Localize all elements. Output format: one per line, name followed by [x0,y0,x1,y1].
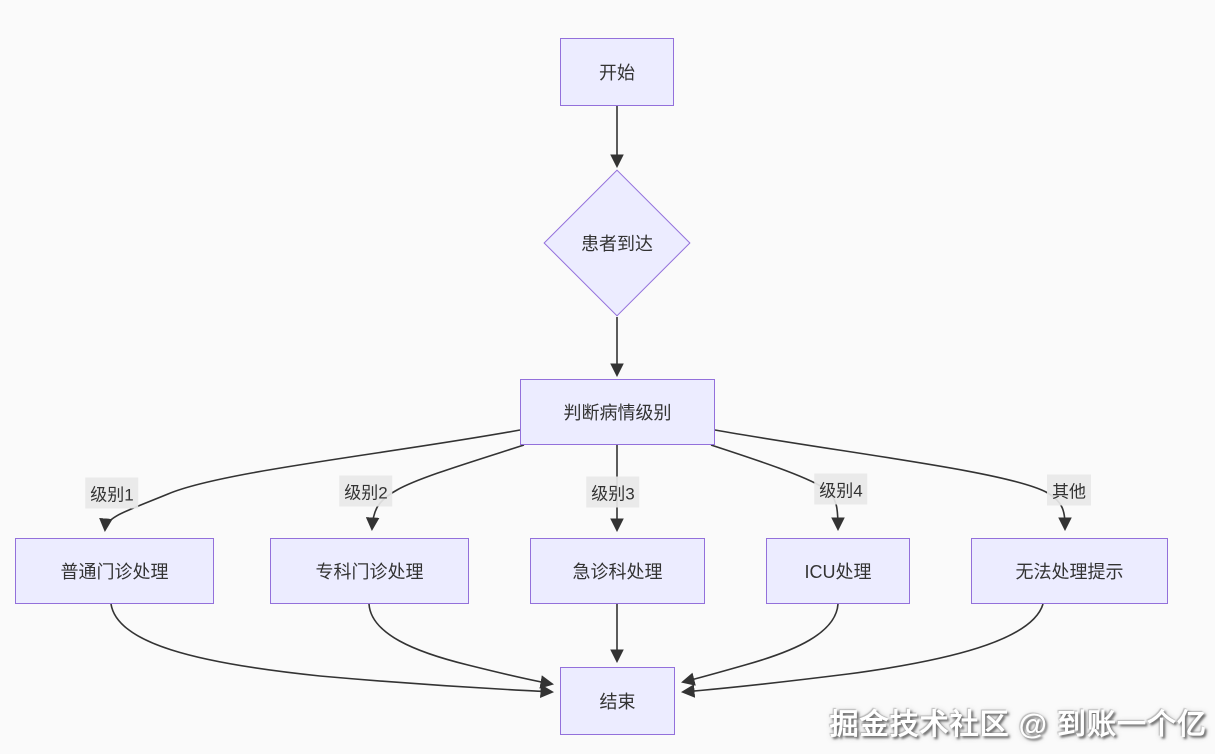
edge-decision-specialist [365,444,525,532]
edge-unable-end [680,603,1044,698]
edge-label-level2: 级别2 [339,475,393,507]
node-end-label: 结束 [599,692,636,712]
node-start: 开始 [560,38,674,106]
node-unable-to-handle-label: 无法处理提示 [1015,562,1124,582]
edge-label-other: 其他 [1047,474,1091,506]
node-emergency-dept-label: 急诊科处理 [572,562,663,582]
edge-decision-unable [714,429,1072,532]
node-end: 结束 [560,667,675,735]
node-specialist-outpatient: 专科门诊处理 [270,538,469,604]
node-emergency-dept: 急诊科处理 [530,538,705,604]
node-judge-condition-level-label: 判断病情级别 [563,403,672,423]
edge-specialist-end [368,603,555,689]
node-icu: ICU处理 [766,538,910,604]
node-general-outpatient-label: 普通门诊处理 [60,562,169,582]
node-patient-arrives-label: 患者到达 [581,234,653,254]
edge-general-end [110,603,555,698]
node-patient-arrives: 患者到达 [543,169,691,317]
node-start-label: 开始 [599,63,635,83]
watermark: 掘金技术社区 @ 到账一个亿 [829,709,1207,741]
edge-decision-general [99,429,521,533]
edge-label-level3: 级别3 [586,476,640,508]
node-general-outpatient: 普通门诊处理 [15,538,214,604]
edge-icu-end [681,603,839,686]
node-specialist-outpatient-label: 专科门诊处理 [315,562,424,582]
node-judge-condition-level: 判断病情级别 [520,379,715,445]
node-icu-label: ICU处理 [804,562,872,582]
edge-label-level4: 级别4 [814,473,868,505]
node-unable-to-handle: 无法处理提示 [971,538,1168,604]
edge-label-level1: 级别1 [85,477,139,509]
